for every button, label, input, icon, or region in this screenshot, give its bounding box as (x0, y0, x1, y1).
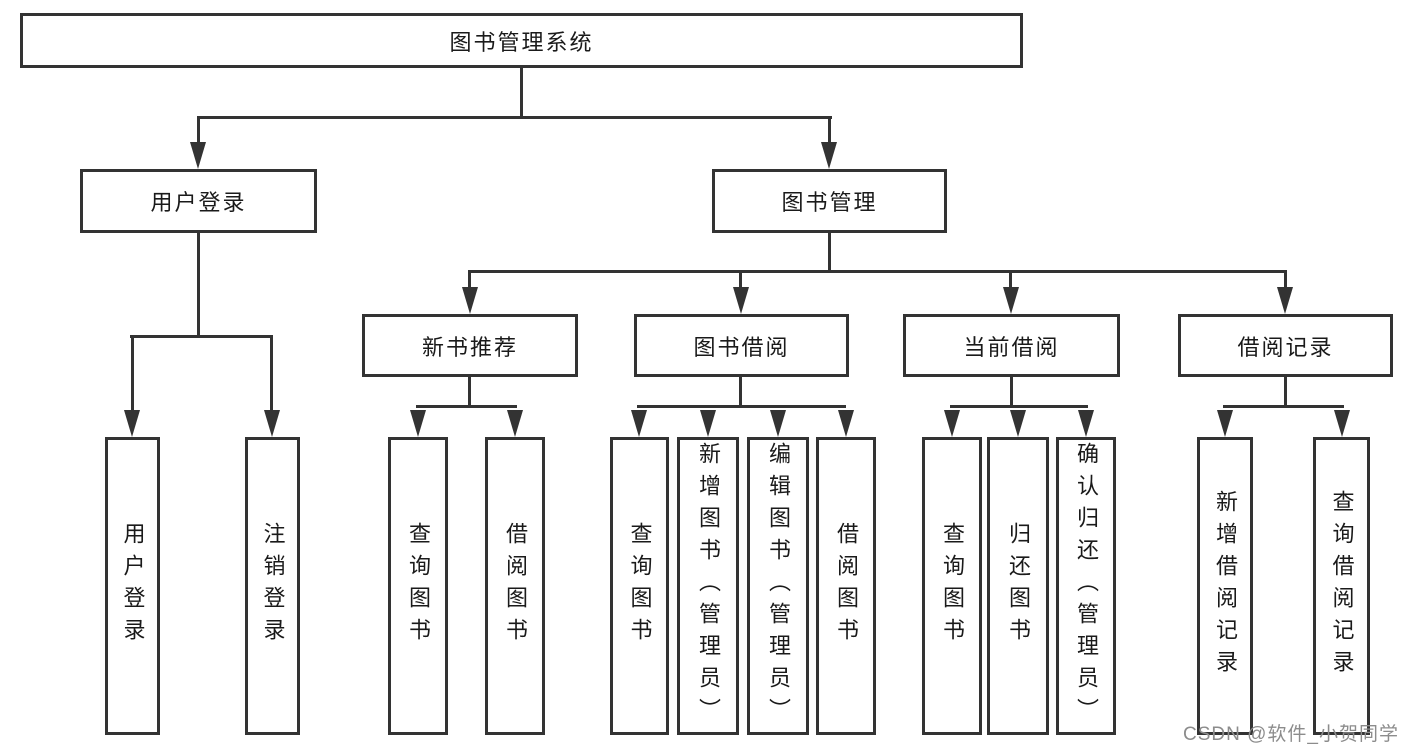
connector-level2-rail (197, 116, 832, 119)
connector-stem-book-borrow (739, 270, 742, 288)
leaf-label: 查询借阅记录 (1329, 490, 1355, 682)
connector-current-borrow-drop (1010, 377, 1013, 407)
arrow-down-icon (507, 410, 523, 437)
connector-root-drop (520, 68, 523, 118)
leaf-label: 查询图书 (406, 522, 431, 650)
arrow-down-icon (733, 287, 749, 314)
arrow-down-icon (1217, 410, 1233, 437)
node-book-management: 图书管理 (712, 169, 947, 233)
arrow-down-icon (1078, 410, 1094, 437)
connector-current-borrow-rail (950, 405, 1088, 408)
arrow-down-icon (410, 410, 426, 437)
node-new-book-recommend: 新书推荐 (362, 314, 578, 377)
connector-stem-current-borrow (1009, 270, 1012, 288)
connector-borrow-record-rail (1223, 405, 1344, 408)
connector-stem-user-login (197, 116, 200, 143)
node-current-borrow: 当前借阅 (903, 314, 1120, 377)
arrow-down-icon (631, 410, 647, 437)
connector-book-mgmt-drop (828, 233, 831, 272)
arrow-down-icon (821, 142, 837, 169)
arrow-down-icon (1003, 287, 1019, 314)
arrow-down-icon (462, 287, 478, 314)
node-book-management-label: 图书管理 (781, 190, 878, 215)
connector-stem-book-mgmt (828, 116, 831, 143)
leaf-borrow-book-recommend: 借阅图书 (485, 437, 545, 735)
node-current-borrow-label: 当前借阅 (963, 334, 1060, 360)
node-user-login: 用户登录 (80, 169, 317, 233)
leaf-add-borrow-record: 新增借阅记录 (1197, 437, 1253, 735)
connector-borrow-record-drop (1284, 377, 1287, 407)
leaf-edit-book-admin: 编辑图书（管理员） (747, 437, 809, 735)
leaf-label: 新增借阅记录 (1213, 490, 1238, 682)
node-book-borrow-label: 图书借阅 (693, 334, 790, 360)
leaf-query-book-recommend: 查询图书 (388, 437, 448, 735)
node-root: 图书管理系统 (20, 13, 1023, 68)
connector-new-book-rail (416, 405, 517, 408)
leaf-add-book-admin: 新增图书（管理员） (677, 437, 739, 735)
leaf-label: 编辑图书（管理员） (766, 442, 791, 730)
node-user-login-label: 用户登录 (150, 190, 247, 215)
arrow-down-icon (264, 410, 280, 437)
leaf-confirm-return-admin: 确认归还（管理员） (1056, 437, 1116, 735)
arrow-down-icon (124, 410, 140, 437)
node-book-borrow: 图书借阅 (634, 314, 849, 377)
arrow-down-icon (1277, 287, 1293, 314)
connector-stem-borrow-record (1284, 270, 1287, 288)
leaf-label: 注销登录 (260, 522, 286, 650)
leaf-user-login: 用户登录 (105, 437, 160, 735)
arrow-down-icon (838, 410, 854, 437)
leaf-label: 查询图书 (627, 522, 653, 650)
leaf-return-book: 归还图书 (987, 437, 1049, 735)
connector-book-borrow-rail (637, 405, 846, 408)
leaf-query-book: 查询图书 (610, 437, 669, 735)
connector-stem-leaf (131, 335, 134, 411)
connector-book-borrow-drop (739, 377, 742, 407)
leaf-label: 借阅图书 (834, 522, 859, 650)
arrow-down-icon (190, 142, 206, 169)
connector-new-book-drop (468, 377, 471, 407)
leaf-borrow-book: 借阅图书 (816, 437, 876, 735)
leaf-label: 用户登录 (120, 522, 146, 650)
connector-user-login-drop (197, 233, 200, 336)
connector-level3-rail (468, 270, 1287, 273)
arrow-down-icon (700, 410, 716, 437)
connector-stem-leaf (270, 335, 273, 411)
leaf-label: 借阅图书 (503, 522, 528, 650)
leaf-label: 确认归还（管理员） (1074, 442, 1099, 730)
leaf-label: 查询图书 (940, 522, 965, 650)
connector-stem-new-book (468, 270, 471, 288)
arrow-down-icon (1010, 410, 1026, 437)
leaf-label: 新增图书（管理员） (696, 442, 721, 730)
leaf-label: 归还图书 (1006, 522, 1031, 650)
watermark: CSDN @软件_小贺同学 (1183, 724, 1399, 745)
connector-user-login-rail (130, 335, 273, 338)
node-root-label: 图书管理系统 (449, 29, 594, 55)
arrow-down-icon (944, 410, 960, 437)
arrow-down-icon (770, 410, 786, 437)
leaf-logout: 注销登录 (245, 437, 300, 735)
leaf-query-current: 查询图书 (922, 437, 982, 735)
leaf-query-borrow-record: 查询借阅记录 (1313, 437, 1370, 735)
node-borrow-record-label: 借阅记录 (1237, 334, 1334, 360)
node-new-book-recommend-label: 新书推荐 (421, 334, 518, 360)
arrow-down-icon (1334, 410, 1350, 437)
node-borrow-record: 借阅记录 (1178, 314, 1393, 377)
